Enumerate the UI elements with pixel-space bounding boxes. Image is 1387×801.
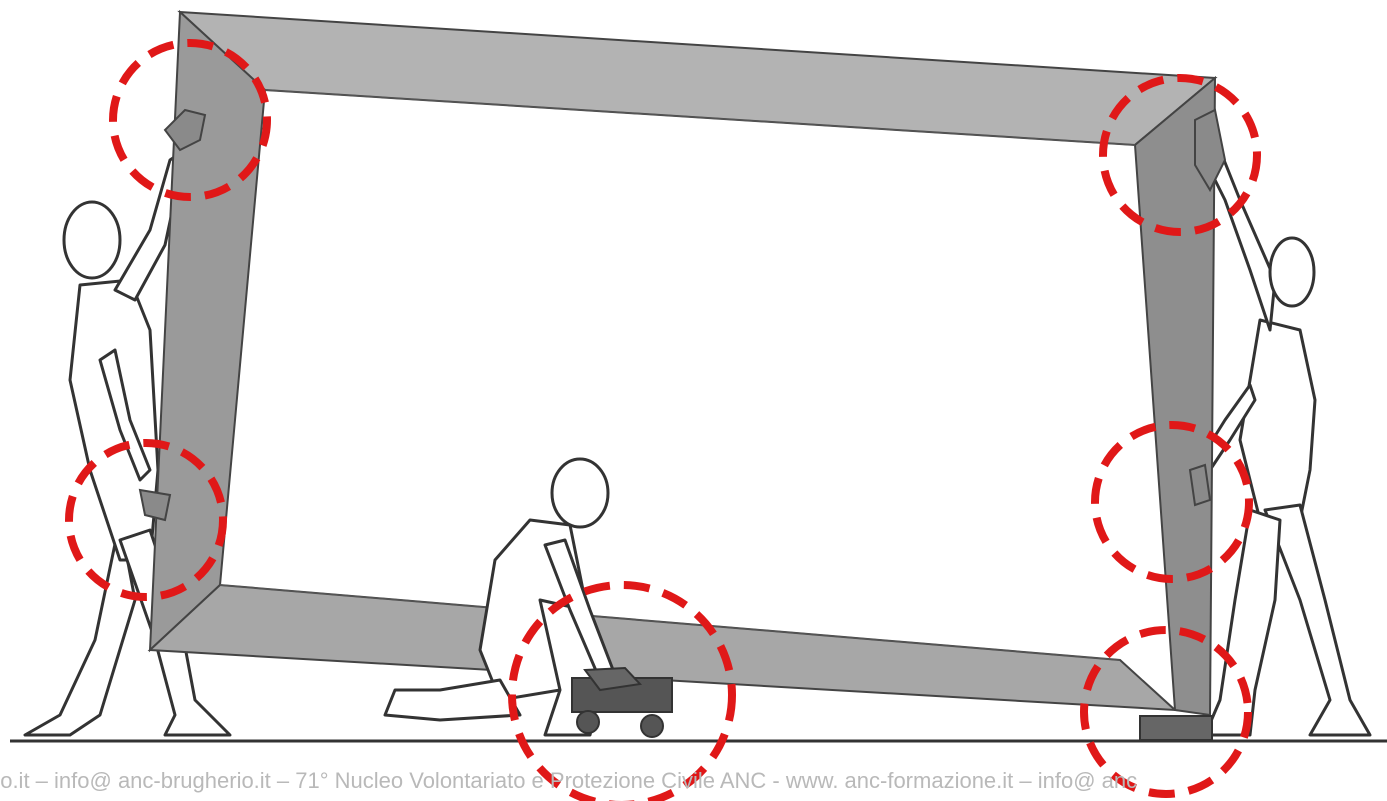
floor-block [1140,716,1212,740]
dolly [572,668,672,737]
hand-mid-left [140,490,170,520]
frame [150,12,1215,715]
footer-text: rio.it – info@ anc-brugherio.it – 71° Nu… [0,768,1387,794]
